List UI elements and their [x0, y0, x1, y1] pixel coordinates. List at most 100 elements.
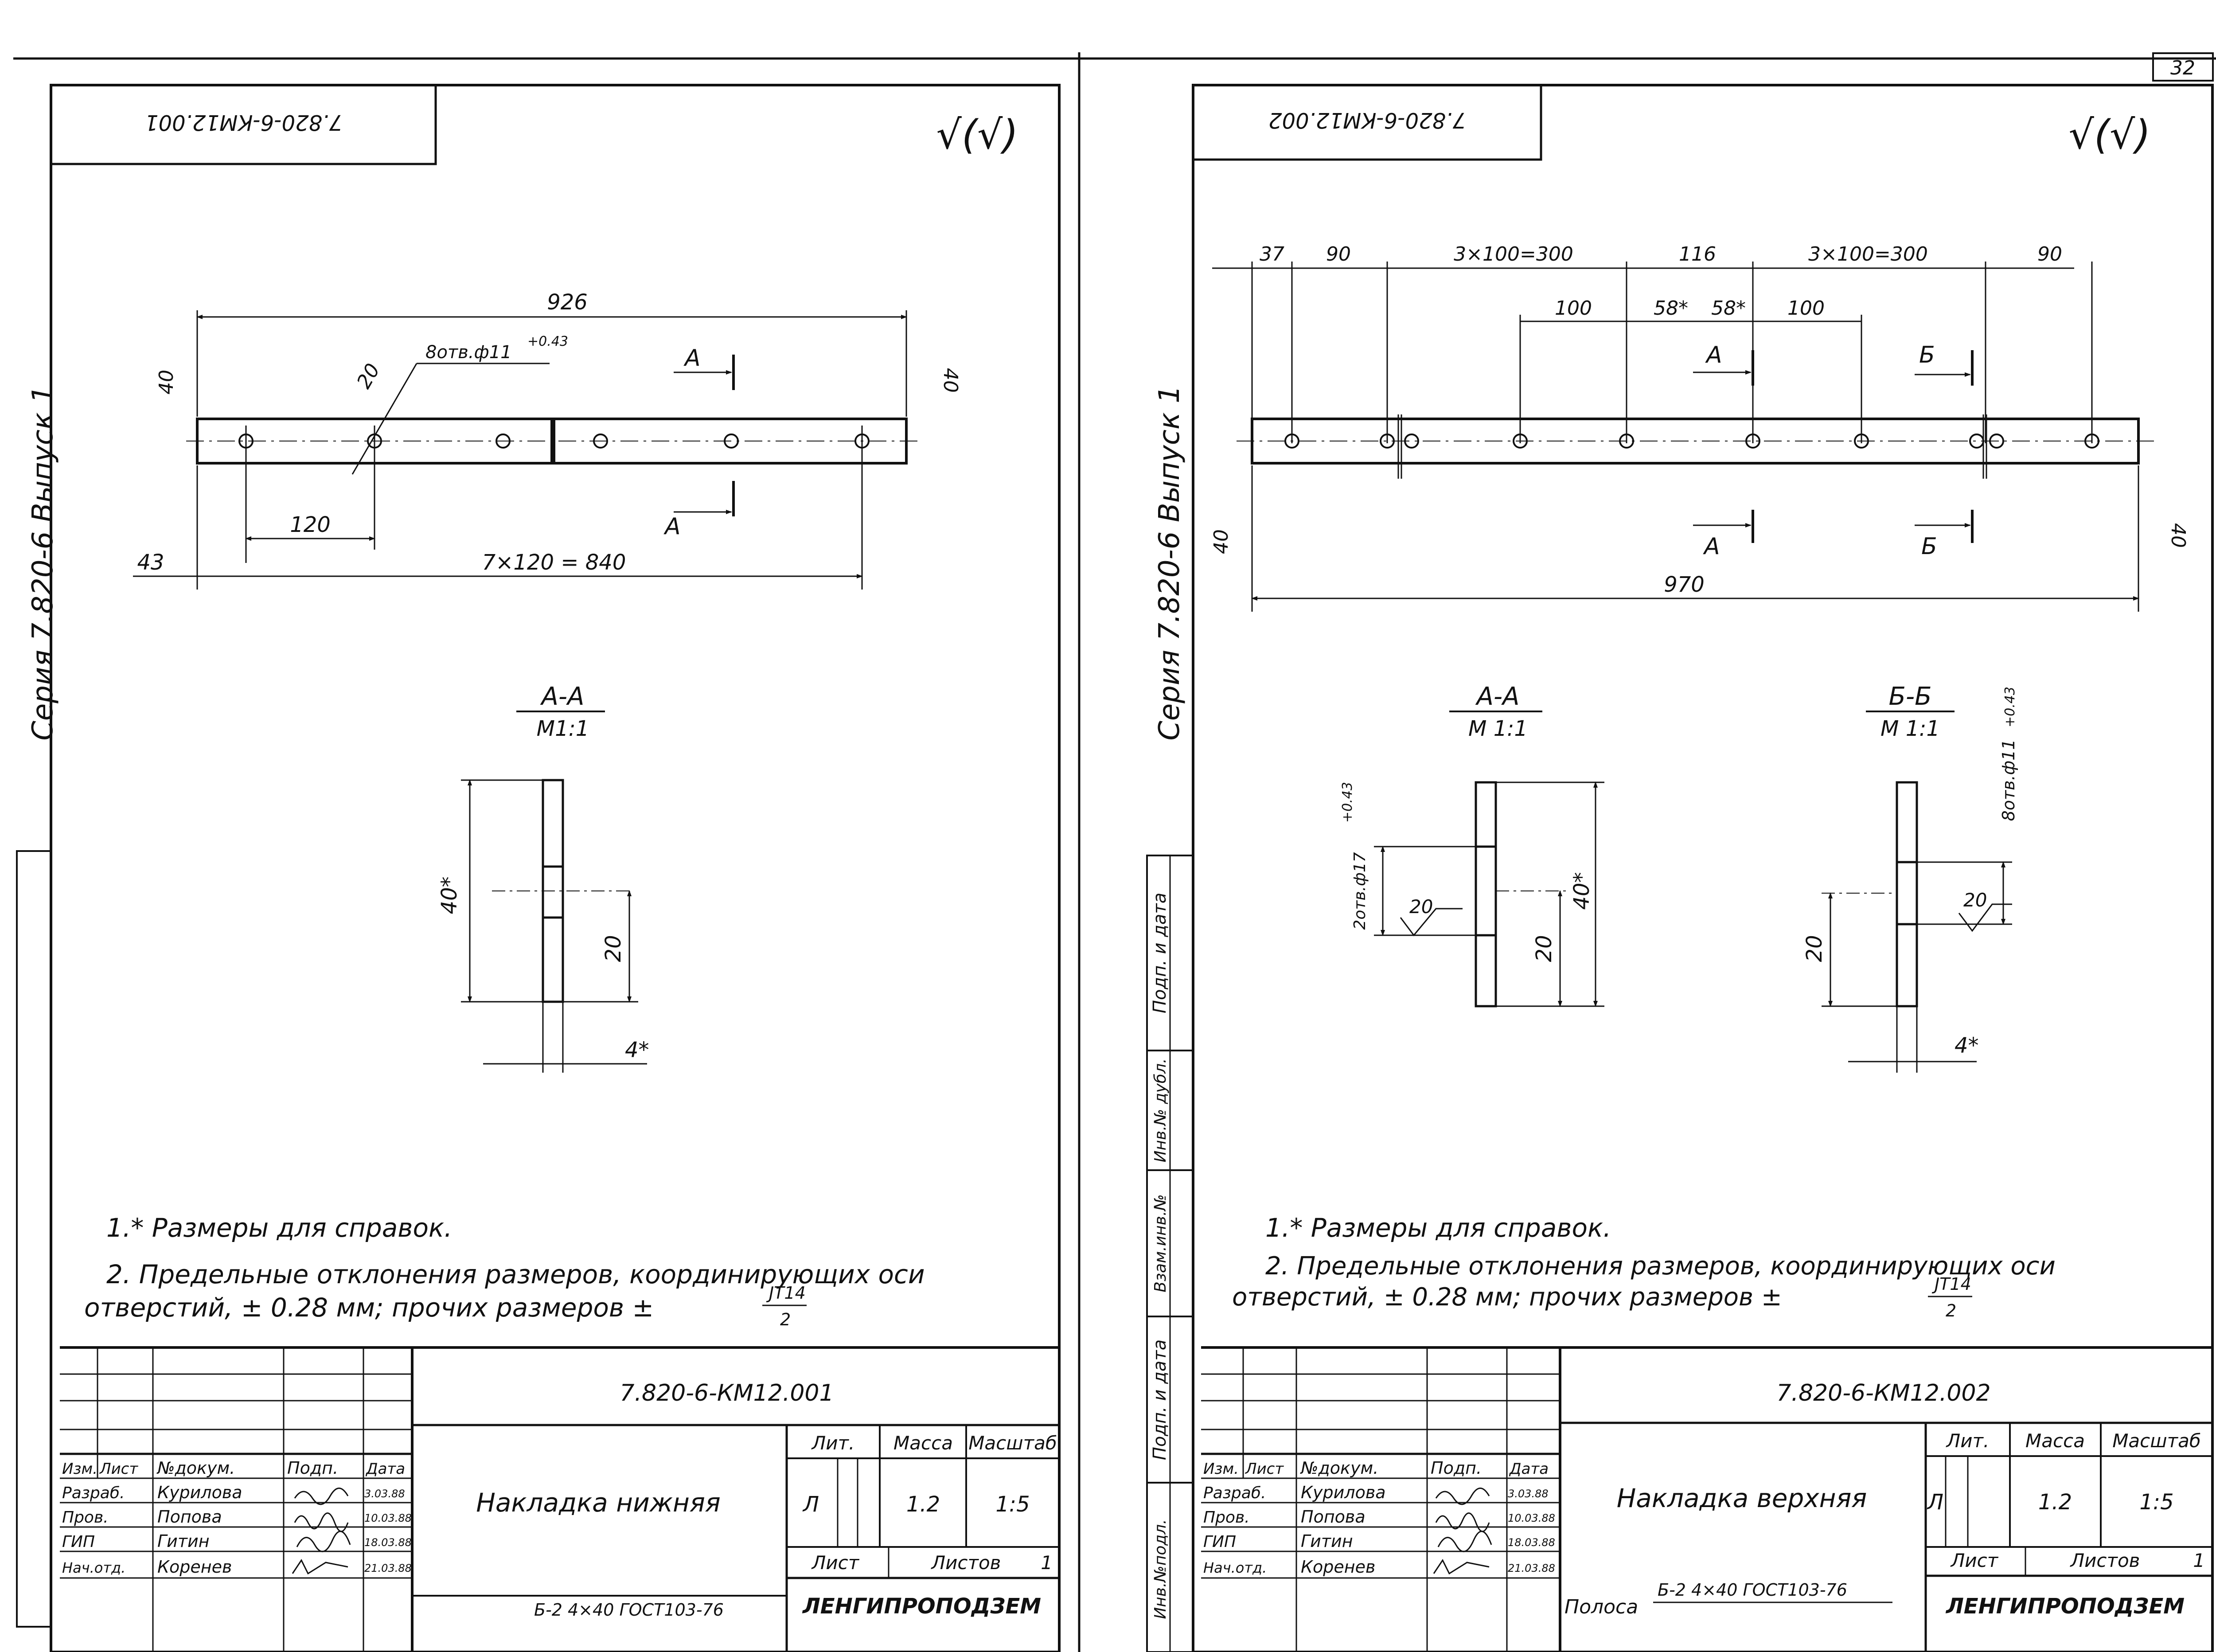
- cut-label-top: А: [683, 345, 701, 371]
- dim-pitch: 120: [290, 512, 331, 537]
- note-2-line1: 2. Предельные отклонения размеров, коорд…: [106, 1259, 925, 1289]
- section-a-scale: М 1:1: [1468, 716, 1528, 741]
- value-lit: Л: [1927, 1490, 1943, 1515]
- row-role: Пров.: [62, 1508, 109, 1527]
- row-name: Гитин: [1301, 1531, 1353, 1551]
- note-tolerance-den: 2: [780, 1310, 791, 1329]
- row-name: Курилова: [157, 1483, 242, 1502]
- section-b-scale: М 1:1: [1880, 716, 1940, 741]
- sheet-left-frame: [50, 84, 1061, 1652]
- sheet-right-frame: [1192, 84, 2214, 1652]
- row-role: Разраб.: [62, 1484, 125, 1502]
- dim-100a: 100: [1555, 297, 1592, 320]
- dim-3x100a: 3×100=300: [1454, 243, 1573, 266]
- row-date: 10.03.88: [364, 1512, 412, 1524]
- col-podp: Подп.: [287, 1458, 338, 1478]
- value-listov: 1: [1041, 1552, 1053, 1574]
- strip-left-drawing: 926 8отв.ф11 +0.43 20 40: [133, 290, 962, 590]
- row-date: 18.03.88: [1508, 1536, 1555, 1549]
- title-name: Накладка верхняя: [1617, 1483, 1867, 1513]
- section-aa-right: А-А М 1:1 40* 20 2отв.ф17 +0.43 20: [1340, 682, 1604, 1008]
- section-a-half: 20: [1532, 935, 1557, 962]
- dim-58b: 58*: [1711, 297, 1746, 320]
- row-date: 21.03.88: [1508, 1562, 1555, 1574]
- cut-label-bottom: А: [663, 513, 681, 540]
- holes-right: [1284, 434, 2099, 449]
- row-name: Гитин: [157, 1531, 210, 1551]
- section-aa-left: А-А М1:1 40* 20 4*: [437, 682, 649, 1073]
- row-role: Нач.отд.: [1203, 1559, 1267, 1576]
- section-height: 40*: [437, 876, 462, 914]
- roughness-mark: [1958, 903, 2012, 932]
- note-1: 1.* Размеры для справок.: [106, 1213, 452, 1243]
- row-date: 18.03.88: [364, 1536, 412, 1549]
- sheet-left-code-box: [50, 84, 437, 165]
- col-podp: Подп.: [1431, 1458, 1482, 1478]
- dim-overall-right: 970: [1664, 572, 1705, 597]
- section-bb-right: Б-Б М 1:1 8отв.ф11 +0.43 20 20 4*: [1802, 682, 2018, 1073]
- left-stamp-strip: [16, 850, 52, 1628]
- value-scale: 1:5: [995, 1492, 1030, 1517]
- signature: [1435, 1512, 1490, 1532]
- section-b-half: 20: [1802, 935, 1827, 962]
- section-scale: М1:1: [537, 716, 589, 741]
- col-data: Дата: [365, 1460, 405, 1478]
- signature: [1433, 1559, 1490, 1575]
- dim-116: 116: [1679, 243, 1716, 266]
- cut-b-bottom: Б: [1921, 533, 1937, 560]
- label-list: Лист: [811, 1552, 860, 1574]
- row-date: 3.03.88: [1508, 1488, 1549, 1500]
- org: ЛЕНГИПРОПОДЗЕМ: [1945, 1594, 2185, 1619]
- sheet-right: 7.820-6-КМ12.002 √(√) Серия 7.820-6 Выпу…: [1146, 84, 2214, 1652]
- section-a-edge: 20: [1409, 896, 1433, 918]
- width-right-dim: 40: [939, 368, 962, 393]
- cut-a-bottom: А: [1703, 533, 1720, 560]
- section-b-title: Б-Б: [1888, 682, 1931, 711]
- title-name: Накладка нижняя: [476, 1488, 720, 1518]
- edge-dim: 20: [352, 360, 384, 393]
- signature: [296, 1531, 351, 1552]
- signature-grid-left: Изм. Лист №докум. Подп. Дата Разраб. Кур…: [60, 1347, 412, 1652]
- row-name: Курилова: [1301, 1483, 1386, 1502]
- dim-overall: 926: [547, 290, 588, 315]
- org: ЛЕНГИПРОПОДЗЕМ: [802, 1594, 1041, 1619]
- note-tolerance-den: 2: [1946, 1301, 1956, 1320]
- roughness-symbol: √(√): [936, 112, 1018, 158]
- section-a-height: 40*: [1569, 872, 1594, 910]
- value-listov: 1: [2193, 1550, 2205, 1571]
- material-prefix: Полоса: [1564, 1596, 1638, 1618]
- col-list: Лист: [99, 1460, 138, 1478]
- section-thick: 4*: [625, 1038, 649, 1062]
- col-izm: Изм.: [1203, 1460, 1239, 1478]
- col-data: Дата: [1509, 1460, 1549, 1478]
- row-role: ГИП: [1203, 1533, 1236, 1551]
- series-label: Серия 7.820-6 Выпуск 1: [1153, 385, 1186, 741]
- signature: [294, 1488, 349, 1505]
- signature: [292, 1559, 348, 1575]
- row-role: Пров.: [1203, 1508, 1250, 1527]
- label-lit: Лит.: [811, 1432, 855, 1454]
- holes-tolerance: +0.43: [527, 334, 568, 349]
- label-lit: Лит.: [1946, 1430, 1990, 1452]
- note-2-line2: отверстий, ± 0.28 мм; прочих размеров ±: [84, 1293, 654, 1323]
- section-b-thick: 4*: [1955, 1033, 1979, 1058]
- col-doc: №докум.: [156, 1458, 235, 1478]
- roughness-symbol: √(√): [2069, 112, 2151, 158]
- signature: [1435, 1488, 1490, 1505]
- page-number-box: [2152, 52, 2214, 82]
- stamp-label: Инв.№ дубл.: [1151, 1058, 1170, 1163]
- width-right-dim: 40: [2167, 523, 2189, 548]
- note-tolerance: JT14: [766, 1283, 806, 1303]
- stamp-label: Инв.№подл.: [1151, 1519, 1170, 1619]
- width-left-dim: 40: [155, 370, 178, 394]
- section-a-holes-tol: +0.43: [1340, 782, 1355, 823]
- row-name: Попова: [157, 1507, 222, 1527]
- signature: [294, 1512, 349, 1532]
- sheet-right-code-rotated: 7.820-6-КМ12.002: [1268, 108, 1466, 133]
- label-listov: Листов: [931, 1552, 1001, 1574]
- series-label: Серия 7.820-6 Выпуск 1: [27, 385, 59, 741]
- section-half: 20: [601, 935, 626, 962]
- width-left-dim: 40: [1210, 529, 1233, 554]
- label-masshtab: Масштаб: [2112, 1430, 2201, 1452]
